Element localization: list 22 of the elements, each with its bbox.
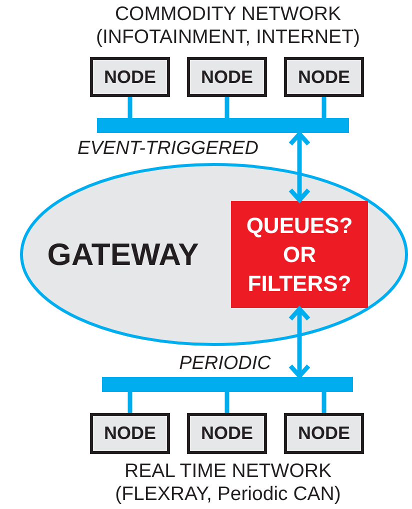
node-box: NODE bbox=[284, 57, 364, 97]
bus-bar bbox=[102, 377, 353, 392]
connector-line bbox=[224, 392, 230, 413]
double-arrow bbox=[288, 306, 311, 378]
queue-filter-box: QUEUES? OR FILTERS? bbox=[231, 201, 368, 308]
node-box: NODE bbox=[90, 57, 170, 97]
double-arrow bbox=[288, 132, 311, 202]
connector-line bbox=[322, 97, 326, 118]
node-box: NODE bbox=[90, 413, 170, 454]
connector-line bbox=[128, 97, 132, 118]
node-box: NODE bbox=[284, 413, 364, 454]
node-box: NODE bbox=[187, 413, 267, 454]
bus-label: PERIODIC bbox=[178, 352, 272, 375]
gateway-label: GATEWAY bbox=[46, 237, 200, 273]
connector-line bbox=[322, 392, 326, 413]
network-title: COMMODITY NETWORK (INFOTAINMENT, INTERNET) bbox=[95, 3, 361, 49]
bus-bar bbox=[97, 118, 349, 133]
connector-line bbox=[224, 97, 230, 118]
node-box: NODE bbox=[187, 57, 267, 97]
connector-line bbox=[128, 392, 132, 413]
network-title: REAL TIME NETWORK (FLEXRAY, Periodic CAN) bbox=[114, 460, 342, 506]
bus-label: EVENT-TRIGGERED bbox=[76, 137, 260, 160]
